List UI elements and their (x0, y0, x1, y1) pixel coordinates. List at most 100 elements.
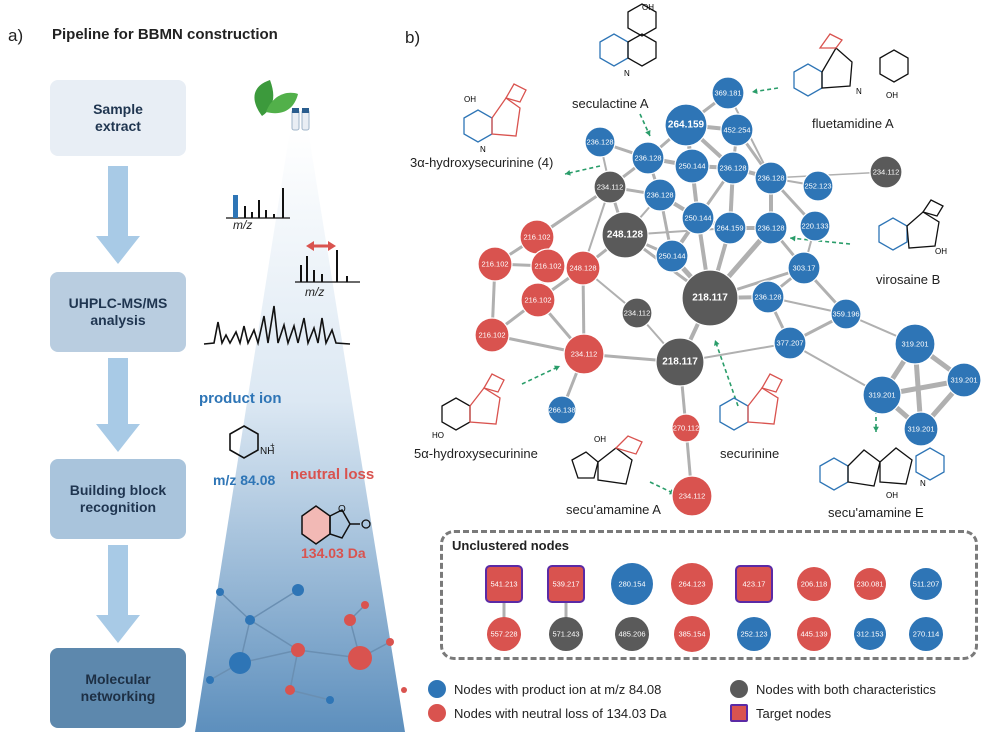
network-node[interactable]: 319.201 (862, 375, 902, 415)
network-node-circle[interactable] (565, 250, 601, 286)
network-node-circle[interactable] (671, 413, 701, 443)
unclustered-node[interactable]: 511.207 (910, 568, 942, 600)
unclustered-node-circle[interactable] (615, 617, 649, 651)
network-node[interactable]: 266.138 (547, 395, 577, 425)
network-node[interactable]: 252.123 (802, 170, 834, 202)
network-node[interactable]: 216.102 (477, 246, 513, 282)
network-node-circle[interactable] (477, 246, 513, 282)
network-node-circle[interactable] (716, 151, 750, 185)
network-node-circle[interactable] (830, 298, 862, 330)
network-node[interactable]: 236.128 (584, 126, 616, 158)
network-node[interactable]: 250.144 (674, 148, 710, 184)
network-node[interactable]: 216.102 (530, 248, 566, 284)
network-node[interactable]: 270.112 (671, 413, 701, 443)
network-node[interactable]: 264.159 (664, 103, 708, 147)
network-node[interactable]: 234.112 (563, 333, 605, 375)
network-node-circle[interactable] (946, 362, 982, 398)
unclustered-node-circle[interactable] (487, 617, 521, 651)
unclustered-node-circle[interactable] (909, 617, 943, 651)
target-node-box[interactable] (485, 565, 523, 603)
network-node-circle[interactable] (799, 210, 831, 242)
unclustered-node-circle[interactable] (797, 567, 831, 601)
unclustered-node[interactable]: 312.153 (854, 618, 886, 650)
network-node-circle[interactable] (903, 411, 939, 447)
network-node-circle[interactable] (681, 269, 739, 327)
network-node[interactable]: 218.117 (681, 269, 739, 327)
unclustered-node[interactable]: 539.217 (547, 565, 585, 603)
network-node[interactable]: 236.128 (751, 280, 785, 314)
network-node-circle[interactable] (520, 282, 556, 318)
unclustered-node[interactable]: 252.123 (737, 617, 771, 651)
target-node-box[interactable] (547, 565, 585, 603)
network-node-circle[interactable] (869, 155, 903, 189)
network-node[interactable]: 369.181 (711, 76, 745, 110)
network-node[interactable]: 319.201 (894, 323, 936, 365)
unclustered-node-circle[interactable] (854, 568, 886, 600)
network-node[interactable]: 250.144 (655, 239, 689, 273)
unclustered-node[interactable]: 230.081 (854, 568, 886, 600)
network-node[interactable]: 236.128 (754, 211, 788, 245)
target-node-box[interactable] (735, 565, 773, 603)
network-node-circle[interactable] (802, 170, 834, 202)
network-node[interactable]: 236.128 (643, 178, 677, 212)
unclustered-node[interactable]: 423.17 (735, 565, 773, 603)
network-node-circle[interactable] (643, 178, 677, 212)
unclustered-node[interactable]: 206.118 (797, 567, 831, 601)
network-node[interactable]: 236.128 (631, 141, 665, 175)
network-node[interactable]: 452.254 (720, 113, 754, 147)
network-node[interactable]: 216.102 (520, 282, 556, 318)
network-node[interactable]: 218.117 (655, 337, 705, 387)
unclustered-node-circle[interactable] (737, 617, 771, 651)
network-node[interactable]: 234.112 (671, 475, 713, 517)
network-node-circle[interactable] (563, 333, 605, 375)
network-node-circle[interactable] (751, 280, 785, 314)
network-node[interactable]: 303.17 (787, 251, 821, 285)
unclustered-node-circle[interactable] (611, 563, 653, 605)
network-node-circle[interactable] (773, 326, 807, 360)
network-node-circle[interactable] (547, 395, 577, 425)
unclustered-node-circle[interactable] (671, 563, 713, 605)
unclustered-node-circle[interactable] (549, 617, 583, 651)
network-node-circle[interactable] (754, 211, 788, 245)
network-node[interactable]: 234.112 (593, 170, 627, 204)
unclustered-node[interactable]: 485.206 (615, 617, 649, 651)
unclustered-node-circle[interactable] (910, 568, 942, 600)
network-node-circle[interactable] (601, 211, 649, 259)
unclustered-node[interactable]: 541.213 (485, 565, 523, 603)
network-node[interactable]: 319.201 (903, 411, 939, 447)
network-node-circle[interactable] (584, 126, 616, 158)
network-node[interactable]: 359.196 (830, 298, 862, 330)
network-node-circle[interactable] (593, 170, 627, 204)
network-node[interactable]: 264.159 (713, 211, 747, 245)
network-node-circle[interactable] (474, 317, 510, 353)
network-node-circle[interactable] (621, 297, 653, 329)
network-node-circle[interactable] (674, 148, 710, 184)
network-node-circle[interactable] (862, 375, 902, 415)
network-node-circle[interactable] (681, 201, 715, 235)
network-node-circle[interactable] (530, 248, 566, 284)
network-node[interactable]: 248.128 (565, 250, 601, 286)
unclustered-node[interactable]: 571.243 (549, 617, 583, 651)
network-node-circle[interactable] (713, 211, 747, 245)
network-node-circle[interactable] (655, 239, 689, 273)
unclustered-node[interactable]: 280.154 (611, 563, 653, 605)
network-node-circle[interactable] (754, 161, 788, 195)
network-node[interactable]: 250.144 (681, 201, 715, 235)
network-node-circle[interactable] (664, 103, 708, 147)
unclustered-node[interactable]: 264.123 (671, 563, 713, 605)
unclustered-node[interactable]: 385.154 (674, 616, 710, 652)
network-node[interactable]: 248.128 (601, 211, 649, 259)
network-node-circle[interactable] (711, 76, 745, 110)
unclustered-node[interactable]: 557.228 (487, 617, 521, 651)
unclustered-node[interactable]: 270.114 (909, 617, 943, 651)
unclustered-node-circle[interactable] (797, 617, 831, 651)
network-node-circle[interactable] (720, 113, 754, 147)
network-node[interactable]: 234.112 (869, 155, 903, 189)
network-node[interactable]: 236.128 (754, 161, 788, 195)
unclustered-node[interactable]: 445.139 (797, 617, 831, 651)
network-node[interactable]: 220.133 (799, 210, 831, 242)
network-node[interactable]: 234.112 (621, 297, 653, 329)
unclustered-node-circle[interactable] (674, 616, 710, 652)
network-node[interactable]: 319.201 (946, 362, 982, 398)
network-node-circle[interactable] (671, 475, 713, 517)
